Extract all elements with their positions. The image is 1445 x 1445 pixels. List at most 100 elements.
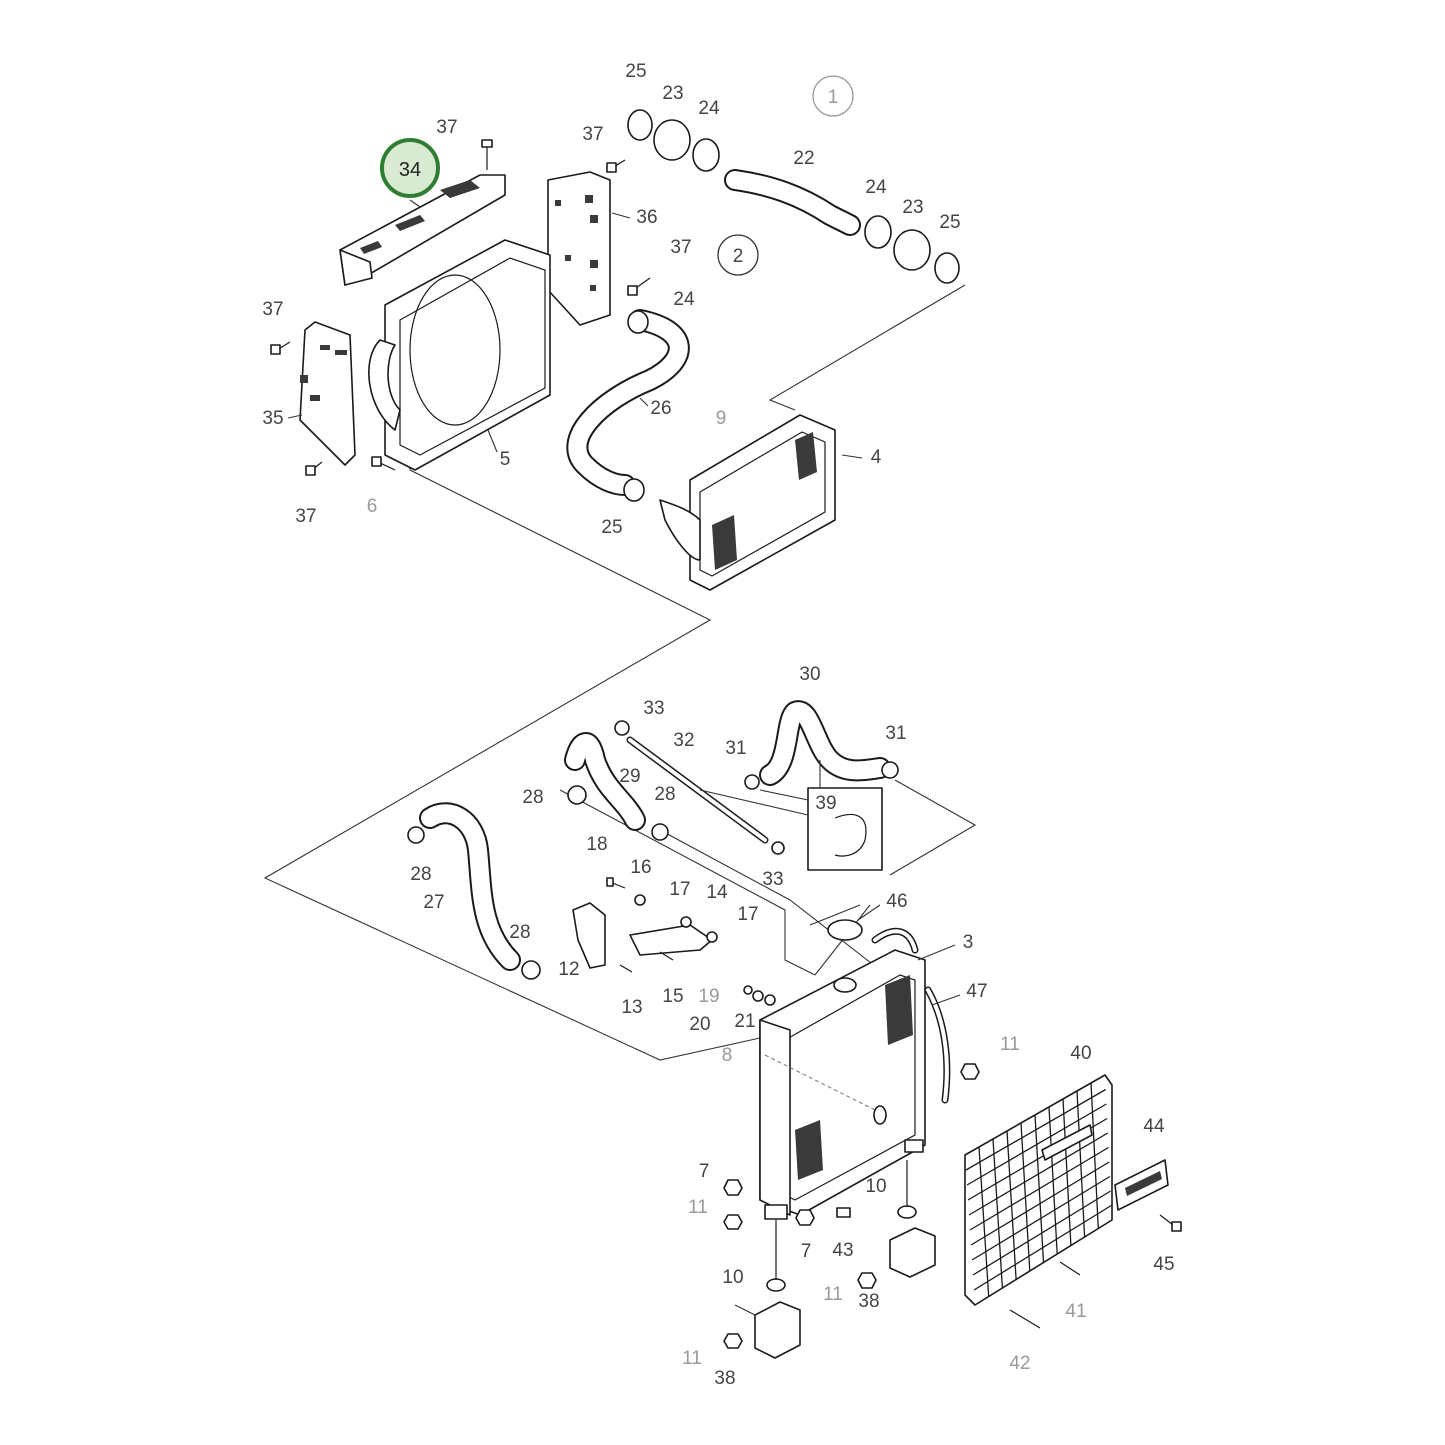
label-33: 33 [643, 698, 664, 719]
label-38: 38 [858, 1291, 879, 1312]
label-17: 17 [669, 879, 690, 900]
label-11: 11 [1000, 1034, 1020, 1055]
label-6: 6 [367, 496, 378, 517]
svg-text:1: 1 [828, 87, 839, 108]
small-fasteners [606, 877, 776, 1006]
label-24: 24 [673, 289, 695, 310]
label-44: 44 [1143, 1116, 1165, 1137]
intercooler-hose-part-22[interactable] [724, 169, 861, 236]
intercooler-hose-part-26[interactable] [566, 309, 690, 502]
label-19: 19 [698, 986, 719, 1007]
bracket-part-14[interactable] [629, 924, 713, 956]
label-22: 22 [793, 148, 814, 169]
coolant-hose-part-29[interactable] [564, 732, 646, 831]
label-10: 10 [865, 1176, 886, 1197]
label-33: 33 [762, 869, 783, 890]
bolt-6 [371, 456, 396, 471]
label-3: 3 [963, 932, 974, 953]
label-28: 28 [522, 787, 543, 808]
top-shroud-part-34[interactable] [339, 174, 506, 286]
label-46: 46 [886, 891, 907, 912]
grille-bar [1090, 1082, 1099, 1229]
label-25: 25 [625, 61, 646, 82]
hose-clamps[interactable] [407, 720, 899, 980]
label-27: 27 [423, 892, 444, 913]
label-12: 12 [558, 959, 579, 980]
label-23: 23 [902, 197, 923, 218]
label-36: 36 [636, 207, 657, 228]
label-39: 39 [815, 793, 836, 814]
coolant-hose-part-27[interactable] [419, 802, 521, 971]
label-47: 47 [966, 981, 987, 1002]
side-guard-part-35[interactable] [299, 321, 356, 466]
pipe-part-32[interactable] [626, 736, 769, 844]
label-28: 28 [654, 784, 675, 805]
fan-shroud-part-5[interactable] [368, 239, 551, 471]
label-29: 29 [619, 766, 640, 787]
grille-screen-part-40[interactable] [964, 1074, 1113, 1306]
label-42: 42 [1009, 1353, 1030, 1374]
label-plate-part-44 [1114, 1159, 1169, 1211]
bracket-part-12[interactable] [572, 902, 606, 969]
label-14: 14 [706, 882, 728, 903]
overflow-hose-part-47[interactable] [924, 986, 951, 1104]
svg-text:34: 34 [399, 159, 421, 181]
label-7: 7 [801, 1241, 812, 1262]
label-21: 21 [734, 1011, 755, 1032]
bolt-37-top [481, 139, 493, 170]
side-panel-part-36[interactable] [547, 171, 611, 326]
bolt-37-mid [627, 277, 651, 296]
hose-couplings-upper[interactable] [627, 109, 960, 284]
label-28: 28 [410, 864, 431, 885]
highlighted-callout-34[interactable]: 34 [380, 138, 440, 198]
label-30: 30 [799, 664, 820, 685]
label-8: 8 [722, 1045, 733, 1066]
radiator-part-3[interactable] [759, 949, 926, 1220]
nuts [723, 1063, 980, 1349]
grille-bar [973, 1204, 1112, 1291]
label-5: 5 [500, 449, 511, 470]
rubber-mount-part-10[interactable] [766, 1160, 917, 1292]
mount-bracket-part-38[interactable] [734, 1227, 936, 1359]
circled-reference-1: 1 [812, 75, 854, 117]
drain-part-8 [764, 1054, 887, 1125]
label-25: 25 [939, 212, 960, 233]
label-35: 35 [262, 408, 283, 429]
label-38: 38 [714, 1368, 735, 1389]
label-43: 43 [832, 1240, 853, 1261]
label-11: 11 [688, 1197, 708, 1218]
intercooler-part-4[interactable] [659, 414, 836, 591]
grille-bar [972, 1190, 1111, 1276]
label-9: 9 [716, 408, 727, 429]
label-40: 40 [1070, 1043, 1091, 1064]
grille-bar [971, 1175, 1111, 1261]
label-11: 11 [682, 1348, 702, 1369]
label-31: 31 [885, 723, 906, 744]
label-18: 18 [586, 834, 607, 855]
bolt-37-left [270, 341, 291, 355]
radiator-cap-part-46[interactable] [827, 919, 919, 954]
bolt-37-bottom [305, 461, 323, 476]
label-20: 20 [689, 1014, 710, 1035]
part-number-labels: 25 23 24 37 37 36 22 24 23 25 37 24 37 3… [262, 61, 1174, 1389]
label-32: 32 [673, 730, 694, 751]
grille-bar [1048, 1106, 1058, 1255]
bolts-part-37 [270, 139, 651, 476]
label-31: 31 [725, 738, 746, 759]
label-24: 24 [698, 98, 720, 119]
label-23: 23 [662, 83, 683, 104]
label-4: 4 [871, 447, 882, 468]
label-16: 16 [630, 857, 651, 878]
coolant-hose-part-30[interactable] [759, 700, 891, 786]
label-15: 15 [662, 986, 683, 1007]
label-7: 7 [699, 1161, 710, 1182]
label-45: 45 [1153, 1254, 1174, 1275]
inset-detail-part-39 [699, 760, 883, 871]
label-37: 37 [262, 299, 283, 320]
label-37: 37 [295, 506, 316, 527]
label-17: 17 [737, 904, 758, 925]
grille-bar [969, 1146, 1109, 1231]
label-10: 10 [722, 1267, 743, 1288]
grille-bolts [1009, 1214, 1182, 1329]
